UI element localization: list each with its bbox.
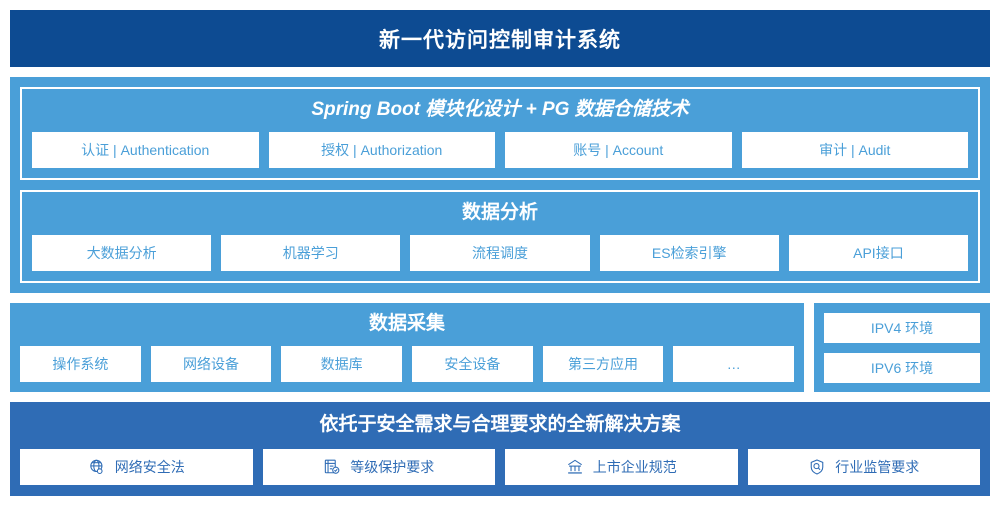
analysis-title: 数据分析 xyxy=(461,202,538,223)
environment-card-ipv6[interactable]: IPV6 环境 xyxy=(824,352,980,383)
solution-card-row: 网络安全法 等级保护要求 xyxy=(20,449,980,485)
analysis-card-label: ES检索引擎 xyxy=(651,245,727,261)
solution-card-label: 等级保护要求 xyxy=(350,459,435,475)
collection-title: 数据采集 xyxy=(368,313,445,334)
analysis-card-label: API接口 xyxy=(853,245,904,261)
bank-icon xyxy=(566,458,584,476)
environment-panel: IPV4 环境 IPV6 环境 xyxy=(814,303,990,392)
collection-card-label: 数据库 xyxy=(320,356,363,372)
solution-card-label: 网络安全法 xyxy=(114,459,185,475)
platform-card-label: 账号 | Account xyxy=(573,142,664,158)
solution-card-listed-company[interactable]: 上市企业规范 xyxy=(505,449,738,485)
analysis-card[interactable]: 大数据分析 xyxy=(32,235,212,271)
platform-card[interactable]: 授权 | Authorization xyxy=(268,132,495,168)
platform-card[interactable]: 账号 | Account xyxy=(505,132,732,168)
analysis-card[interactable]: 流程调度 xyxy=(410,235,590,271)
solution-panel: 依托于安全需求与合理要求的全新解决方案 网络安全法 xyxy=(10,402,990,496)
collection-card-label: 操作系统 xyxy=(52,356,109,372)
collection-card[interactable]: 操作系统 xyxy=(20,346,141,382)
solution-card-label: 上市企业规范 xyxy=(592,459,677,475)
solution-card-grade-protection[interactable]: 等级保护要求 xyxy=(262,449,495,485)
collection-panel: 数据采集 操作系统 网络设备 数据库 安全设备 第三方应用 … xyxy=(10,303,804,392)
platform-card[interactable]: 审计 | Audit xyxy=(741,132,968,168)
platform-card-label: 认证 | Authentication xyxy=(81,142,210,158)
collection-card-label: … xyxy=(726,356,741,372)
analysis-card-label: 大数据分析 xyxy=(86,245,157,261)
environment-card-label: IPV4 环境 xyxy=(870,319,934,336)
analysis-card-row: 大数据分析 机器学习 流程调度 ES检索引擎 API接口 xyxy=(32,235,969,271)
solution-title: 依托于安全需求与合理要求的全新解决方案 xyxy=(319,414,681,435)
solution-card-industry-regulation[interactable]: 行业监管要求 xyxy=(747,449,980,485)
globe-icon xyxy=(88,458,106,476)
collection-row: 数据采集 操作系统 网络设备 数据库 安全设备 第三方应用 … IPV4 环境 … xyxy=(10,303,990,392)
page-title: 新一代访问控制审计系统 xyxy=(379,28,621,52)
collection-card-more[interactable]: … xyxy=(673,346,795,382)
shield-search-icon xyxy=(808,458,826,476)
document-check-icon xyxy=(323,458,341,476)
platform-card-label: 审计 | Audit xyxy=(819,142,891,158)
platform-card[interactable]: 认证 | Authentication xyxy=(32,132,259,168)
environment-card-label: IPV6 环境 xyxy=(870,359,934,376)
analysis-card[interactable]: 机器学习 xyxy=(221,235,401,271)
platform-card-label: 授权 | Authorization xyxy=(321,142,443,158)
collection-card-label: 第三方应用 xyxy=(568,356,639,372)
architecture-panel: Spring Boot 模块化设计 + PG 数据仓储技术 认证 | Authe… xyxy=(10,77,990,293)
collection-card-label: 网络设备 xyxy=(183,356,239,372)
collection-card-label: 安全设备 xyxy=(444,356,501,372)
solution-card-cybersecurity-law[interactable]: 网络安全法 xyxy=(20,449,253,485)
collection-card[interactable]: 第三方应用 xyxy=(542,346,664,382)
platform-title: Spring Boot 模块化设计 + PG 数据仓储技术 xyxy=(311,99,689,120)
solution-card-label: 行业监管要求 xyxy=(835,459,920,475)
analysis-card-label: 机器学习 xyxy=(282,245,339,261)
analysis-card[interactable]: ES检索引擎 xyxy=(599,235,779,271)
analysis-card[interactable]: API接口 xyxy=(788,235,969,271)
collection-card[interactable]: 数据库 xyxy=(281,346,403,382)
platform-box: Spring Boot 模块化设计 + PG 数据仓储技术 认证 | Authe… xyxy=(20,87,980,180)
collection-card-row: 操作系统 网络设备 数据库 安全设备 第三方应用 … xyxy=(20,346,795,382)
analysis-card-label: 流程调度 xyxy=(472,245,528,261)
collection-card[interactable]: 安全设备 xyxy=(412,346,533,382)
environment-card-ipv4[interactable]: IPV4 环境 xyxy=(824,312,980,343)
analysis-box: 数据分析 大数据分析 机器学习 流程调度 ES检索引擎 API接口 xyxy=(20,190,980,283)
collection-card[interactable]: 网络设备 xyxy=(150,346,272,382)
header-banner: 新一代访问控制审计系统 xyxy=(10,10,990,67)
platform-card-row: 认证 | Authentication 授权 | Authorization 账… xyxy=(32,132,968,168)
